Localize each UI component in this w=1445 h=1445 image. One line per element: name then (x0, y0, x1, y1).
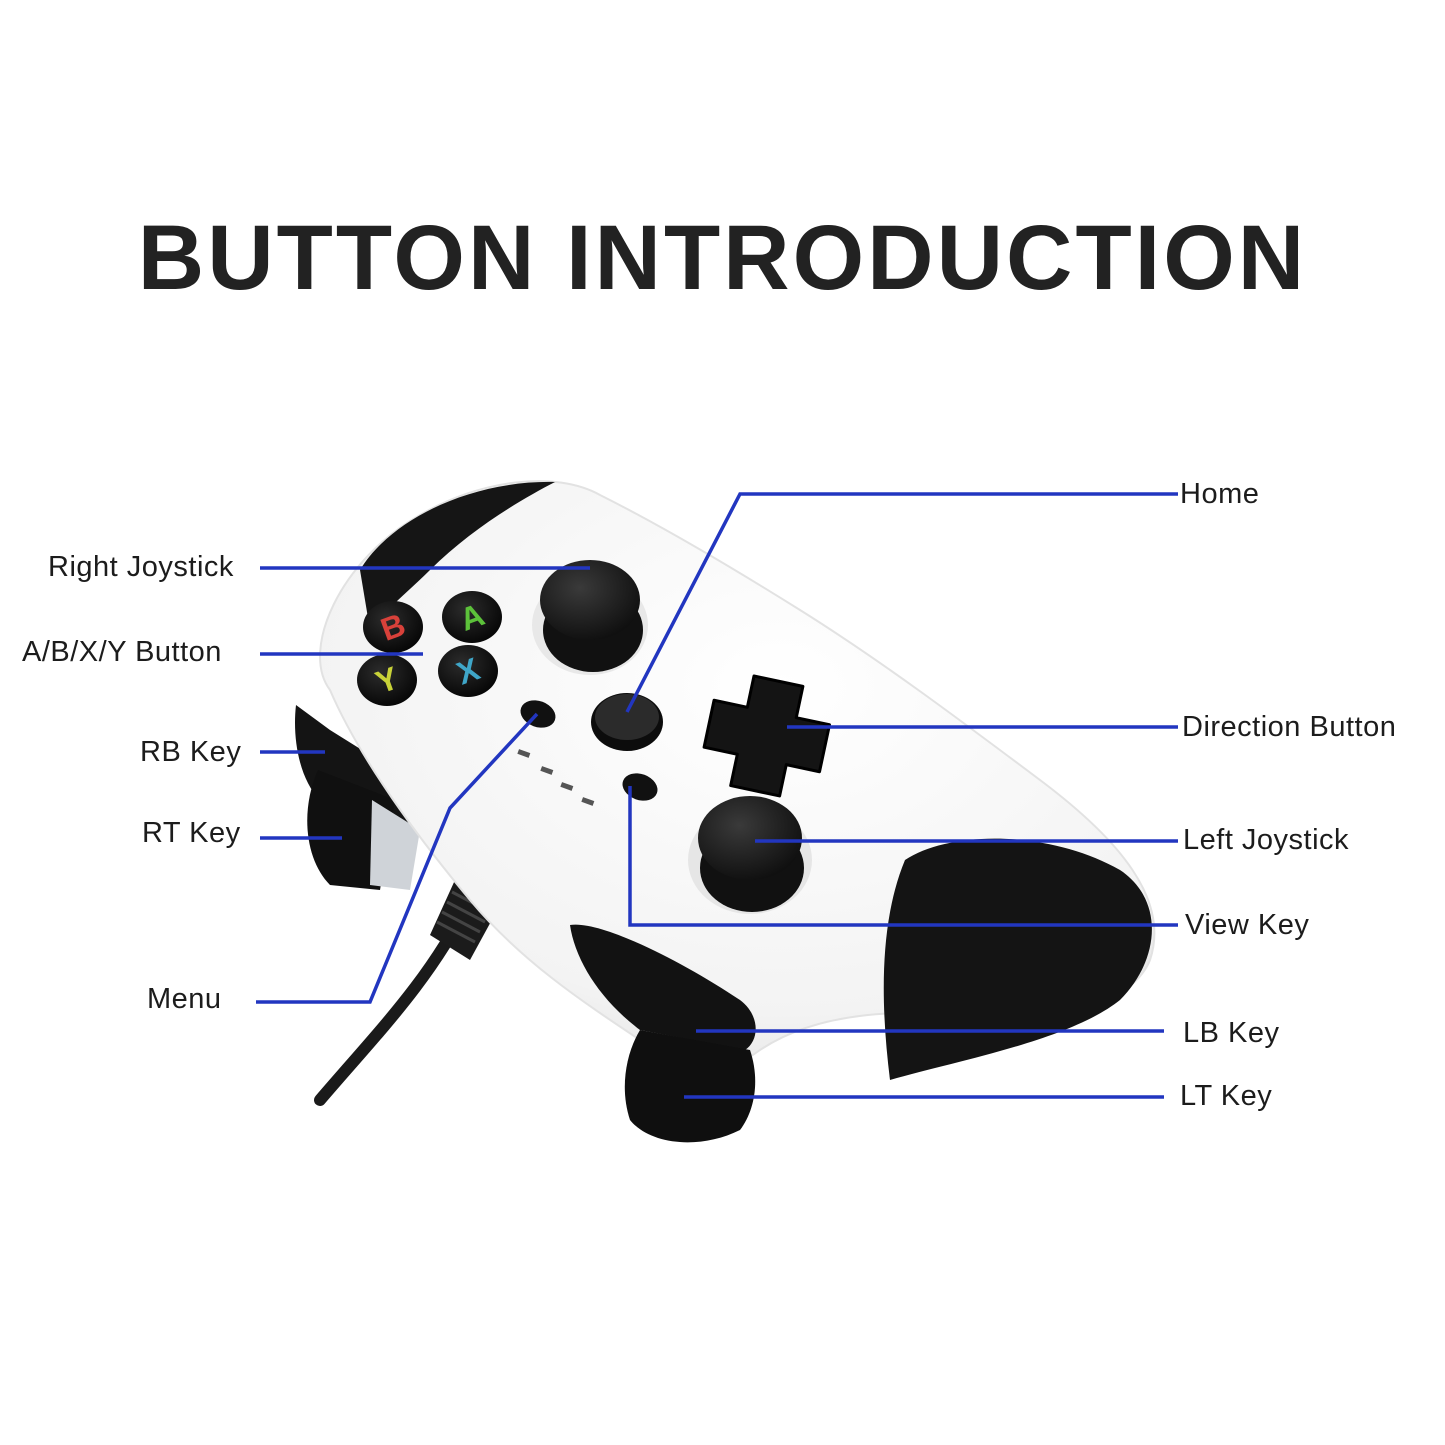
leader-menu (256, 712, 539, 1004)
label-left-joystick: Left Joystick (1183, 824, 1350, 856)
label-direction-button: Direction Button (1182, 711, 1397, 743)
leader-view (628, 786, 1178, 927)
button-x-icon: X (438, 645, 498, 697)
face-buttons: B A Y X (357, 591, 502, 706)
button-a-icon: A (442, 591, 502, 643)
leader-lines (256, 492, 1178, 1099)
player-led-indicators (517, 749, 595, 806)
label-abxy-button: A/B/X/Y Button (22, 636, 222, 668)
page-title: BUTTON INTRODUCTION (137, 207, 1308, 309)
label-menu: Menu (147, 983, 222, 1015)
button-b-icon: B (363, 601, 423, 653)
label-rb-key: RB Key (140, 736, 242, 768)
label-rt-key: RT Key (142, 817, 241, 849)
right-joystick-icon (532, 560, 648, 675)
label-home: Home (1180, 478, 1260, 510)
label-lb-key: LB Key (1183, 1017, 1280, 1049)
home-button-icon (591, 693, 663, 751)
usb-cable (314, 880, 500, 1106)
leader-home (625, 492, 1178, 713)
rb-rt-triggers (295, 705, 420, 890)
d-pad-icon (702, 674, 831, 798)
left-joystick-icon (688, 796, 812, 914)
lb-lt-triggers (570, 924, 756, 1143)
label-view-key: View Key (1185, 909, 1310, 941)
label-lt-key: LT Key (1180, 1080, 1273, 1112)
label-right-joystick: Right Joystick (48, 551, 234, 583)
button-y-icon: Y (357, 654, 417, 706)
